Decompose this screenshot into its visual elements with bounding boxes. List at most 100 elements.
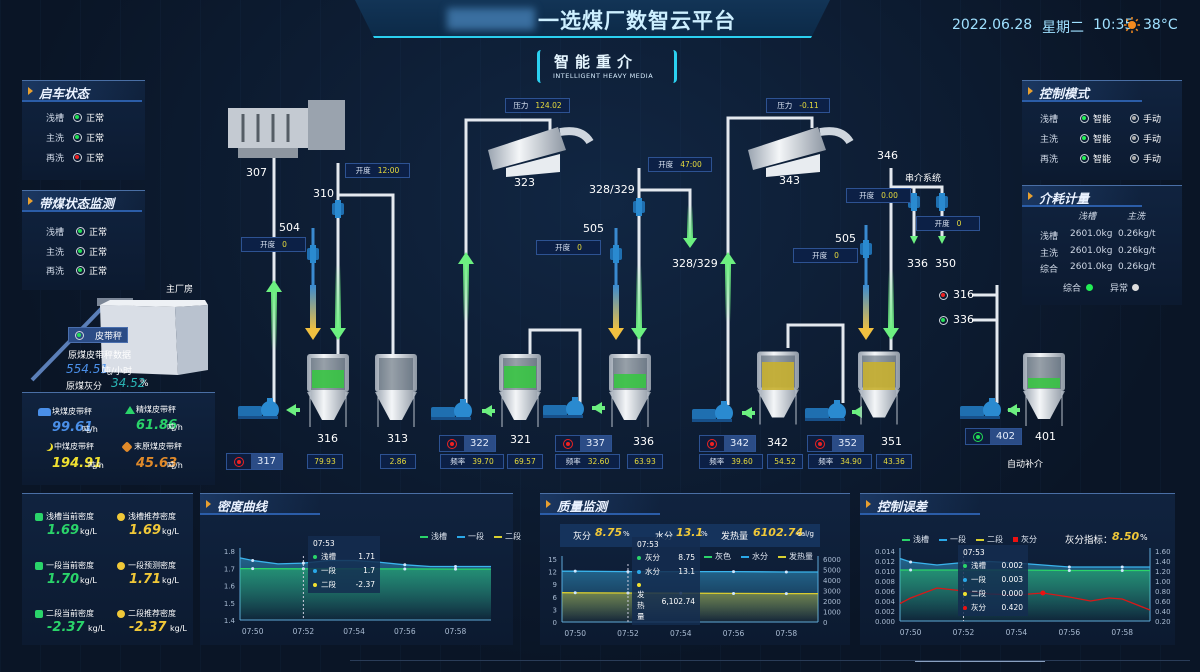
pump-337-button[interactable]: 337 <box>555 435 612 452</box>
legend-swatch <box>420 535 428 538</box>
tooltip-dot <box>637 556 641 560</box>
manual-mode-label: 手动 <box>1143 115 1162 125</box>
media-consumption-panel: 介耗计量 <box>1022 185 1182 305</box>
belt-scale-label: 块煤皮带秤 <box>52 407 92 416</box>
density-unit: kg/L <box>80 527 97 536</box>
valve-icon <box>860 240 872 258</box>
ash-target-unit: % <box>1140 533 1148 542</box>
raw-coal-ash-label: 原煤灰分 <box>66 382 103 392</box>
pump-317-button[interactable]: 317 <box>226 453 283 470</box>
legend-item[interactable]: 发热量 <box>778 551 813 562</box>
pump-icon <box>431 399 472 420</box>
belt-scale-value: 45.63 <box>136 456 178 471</box>
legend-swatch <box>457 535 465 538</box>
equipment-label-323: 323 <box>514 176 535 189</box>
tooltip-value: 1.7 <box>363 566 375 575</box>
time: 10:35 <box>1093 17 1134 33</box>
manual-mode-radio[interactable] <box>1130 134 1139 143</box>
status-dot <box>75 115 79 119</box>
belt-scale-value: 99.61 <box>52 420 94 435</box>
valve-icon <box>610 245 622 263</box>
tank-336-icon <box>608 353 652 427</box>
level-342: 54.52 <box>767 454 803 469</box>
clean-coal-icon <box>125 406 135 414</box>
status-indicator <box>76 227 85 236</box>
row-label: 综合 <box>1040 265 1059 275</box>
legend-abnormal-label: 异常 <box>1110 284 1129 294</box>
tooltip-row: 二段-2.37 <box>313 579 375 590</box>
panel-title: 启车状态 <box>39 86 90 101</box>
pump-icon <box>543 397 584 418</box>
smart-mode-radio[interactable] <box>1080 154 1089 163</box>
legend-item[interactable]: 灰色 <box>704 551 731 562</box>
screen-307-icon <box>228 100 345 158</box>
tooltip-value: 0.003 <box>1001 575 1023 584</box>
legend-item[interactable]: 浅槽 <box>902 534 929 545</box>
belt-scale-badge[interactable]: 皮带秤 <box>68 327 128 343</box>
smart-mode-radio[interactable] <box>1080 114 1089 123</box>
tooltip-dot <box>637 583 641 587</box>
status-row-label: 主洗 <box>46 134 65 144</box>
current-density-icon <box>35 562 43 570</box>
smart-mode-radio[interactable] <box>1080 134 1089 143</box>
pump-icon <box>238 398 279 419</box>
equipment-label-505: 505 <box>583 222 604 235</box>
legend-item[interactable]: 灰分 <box>1013 534 1037 545</box>
equipment-label-328-329-out: 328/329 <box>672 257 718 270</box>
belt-scale-value: 194.91 <box>52 456 103 471</box>
tooltip-dot <box>313 583 317 587</box>
tooltip-dot <box>963 592 967 596</box>
legend-item[interactable]: 一段 <box>939 534 966 545</box>
tooltip-label: 灰分 <box>971 603 986 612</box>
pump-352-button[interactable]: 352 <box>807 435 864 452</box>
legend-item[interactable]: 浅槽 <box>420 531 447 542</box>
legend-swatch <box>741 555 749 558</box>
equipment-label-504: 504 <box>279 221 300 234</box>
ash-label: 灰分 <box>573 532 592 542</box>
equipment-label-351: 351 <box>881 435 902 448</box>
legend-label: 发热量 <box>789 552 813 561</box>
legend-item[interactable]: 水分 <box>741 551 768 562</box>
legend-ok-dot <box>1086 284 1093 291</box>
density-value: -2.37 <box>129 620 167 635</box>
pump-342-button[interactable]: 342 <box>699 435 756 452</box>
panel-title: 密度曲线 <box>217 499 268 514</box>
current-density-icon <box>35 610 43 618</box>
column-header: 浅槽 <box>1078 212 1097 222</box>
panel-title: 带煤状态监测 <box>39 196 115 211</box>
pump-402-button[interactable]: 402 <box>965 428 1022 445</box>
level-336: 63.93 <box>627 454 663 469</box>
status-row-label: 再洗 <box>46 267 65 277</box>
tooltip-label: 发热量 <box>637 590 645 621</box>
raw-coal-data-title: 原煤皮带秤数据 <box>68 351 132 361</box>
belt-scale-unit: 吨/h <box>167 461 183 470</box>
equipment-label-343: 343 <box>779 174 800 187</box>
legend-item[interactable]: 二段 <box>494 531 521 542</box>
manual-mode-radio[interactable] <box>1130 154 1139 163</box>
legend-item[interactable]: 二段 <box>976 534 1003 545</box>
manual-mode-label: 手动 <box>1143 155 1162 165</box>
density-value: -2.37 <box>47 620 85 635</box>
heat-value: 6102.74 <box>753 526 804 539</box>
footer-scrollbar[interactable] <box>915 660 1045 662</box>
legend-item[interactable]: 一段 <box>457 531 484 542</box>
recommended-density-icon <box>117 513 125 521</box>
manual-mode-radio[interactable] <box>1130 114 1139 123</box>
row-value: 0.26kg/t <box>1118 262 1156 272</box>
density-value: 1.70 <box>47 572 80 587</box>
current-density-icon <box>35 513 43 521</box>
pump-322-button[interactable]: 322 <box>439 435 496 452</box>
footer-scrollbar-track <box>350 660 1190 661</box>
date: 2022.06.28 <box>952 17 1033 33</box>
status-row-value: 正常 <box>89 248 108 258</box>
lump-coal-icon <box>38 408 51 416</box>
belt-scale-unit: 吨/h <box>82 425 98 434</box>
